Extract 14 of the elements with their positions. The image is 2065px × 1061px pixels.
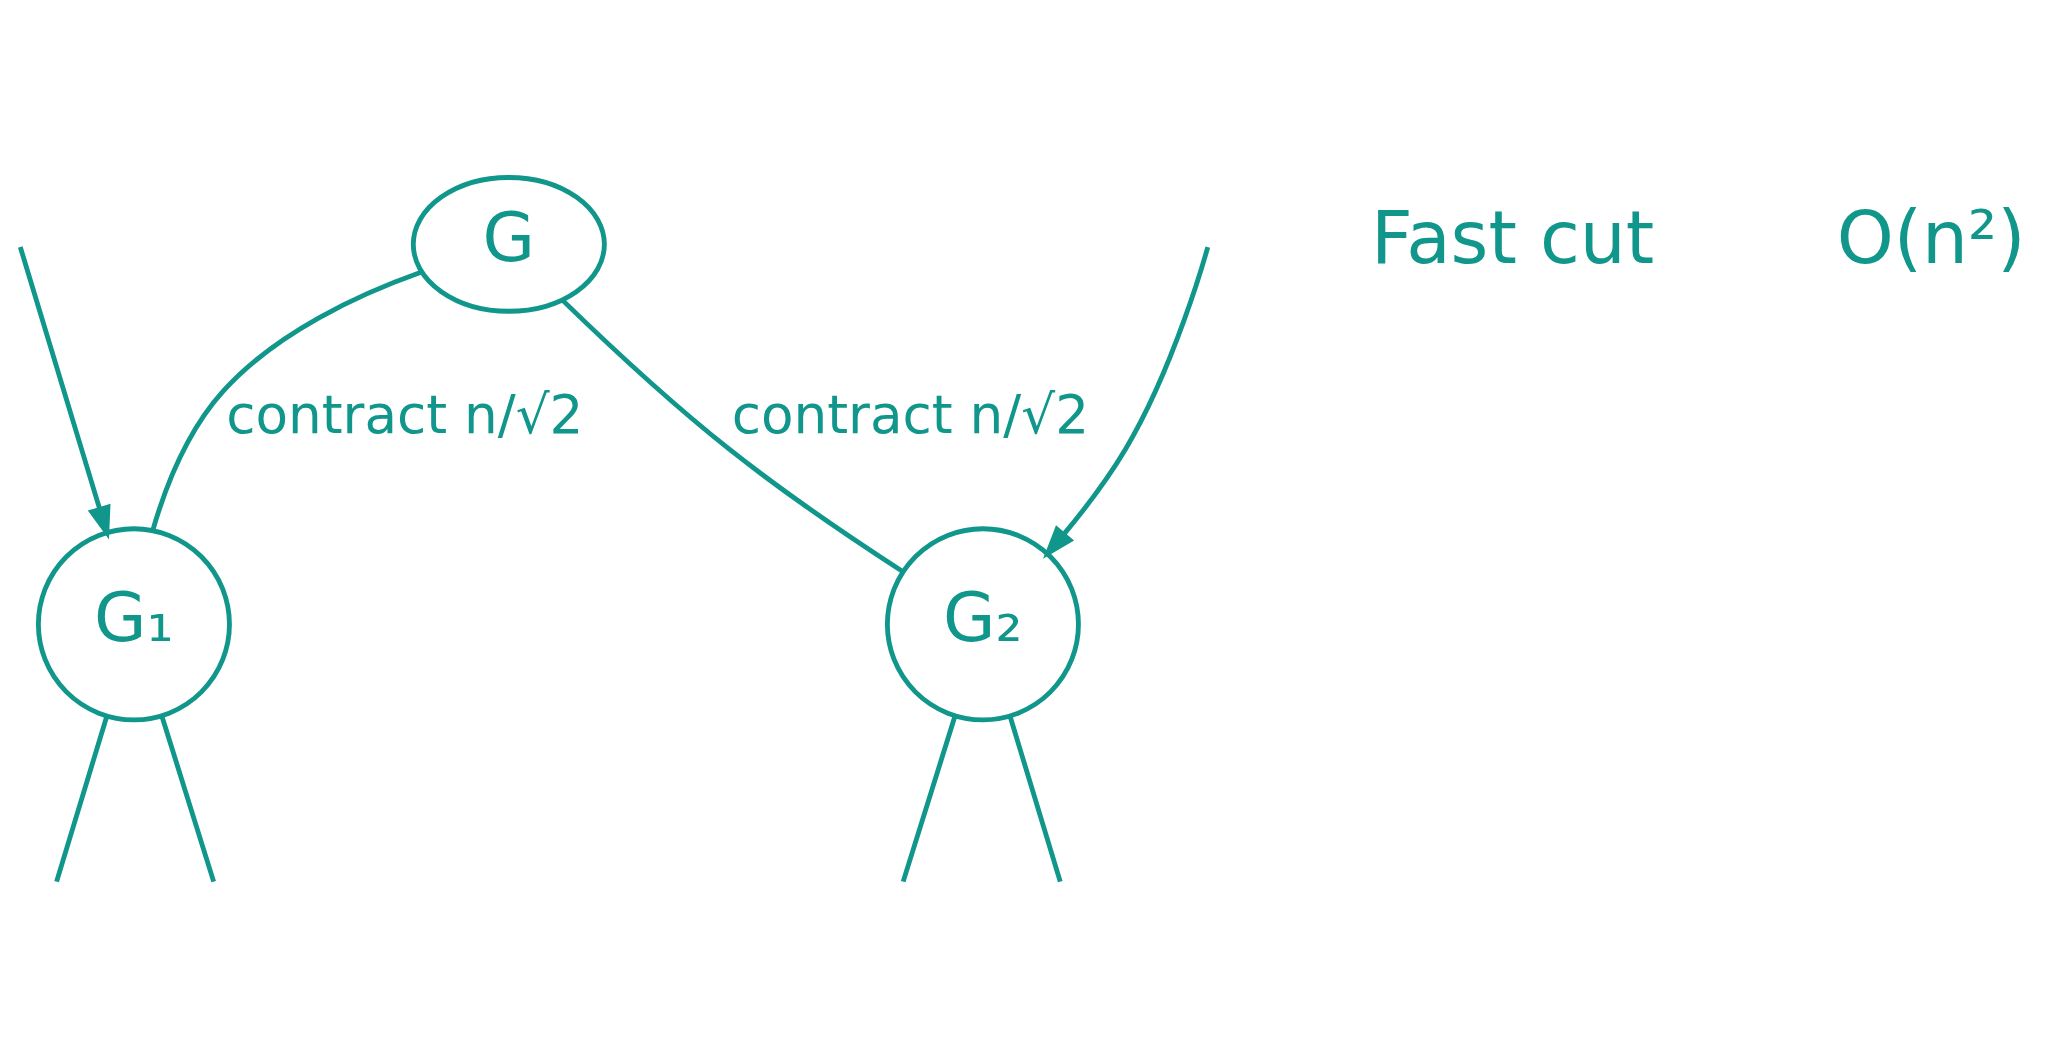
connector [561, 298, 905, 574]
connector [159, 714, 216, 882]
edge-label: contract n/√2 [731, 383, 1089, 446]
label: Fast cut [1371, 195, 1655, 279]
label: O(n²) [1836, 195, 2026, 279]
connector [1007, 714, 1063, 882]
connector [54, 714, 110, 882]
connector [900, 714, 958, 882]
arrow [18, 245, 111, 540]
edge-label: contract n/√2 [226, 383, 584, 446]
node-ellipse: G [410, 174, 607, 314]
node-circle: G₁ [35, 525, 232, 722]
connector [150, 269, 423, 531]
arrow [1043, 245, 1211, 559]
